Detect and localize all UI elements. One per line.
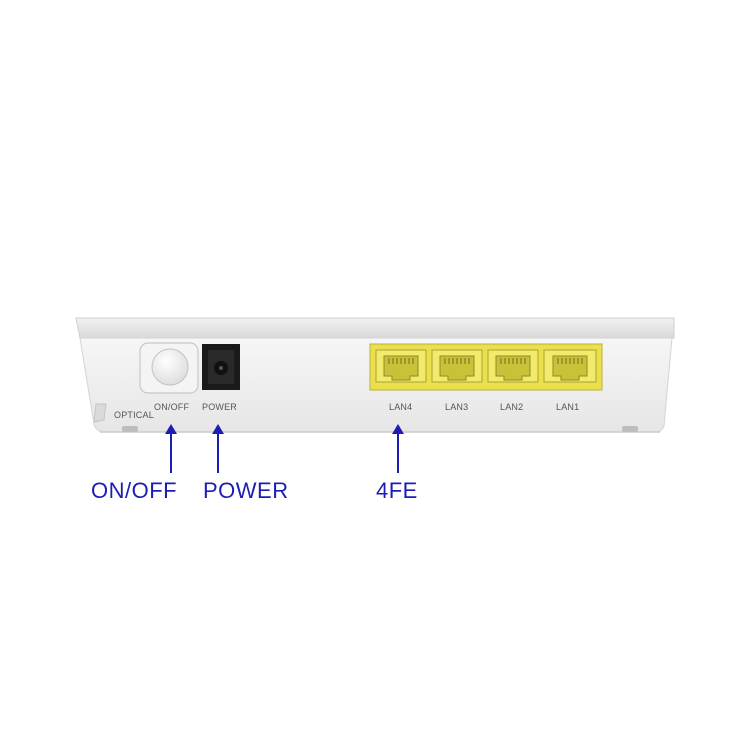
router-top-edge bbox=[75, 317, 675, 339]
power-button bbox=[151, 348, 189, 386]
on-off-callout: ON/OFF bbox=[91, 478, 178, 503]
lan-port-2 bbox=[487, 349, 539, 383]
on-off-arrow bbox=[165, 424, 177, 473]
lan-callout: 4FE bbox=[376, 478, 418, 503]
router-foot-left bbox=[122, 426, 138, 432]
lan-arrow bbox=[392, 424, 404, 473]
router-foot-right bbox=[622, 426, 638, 432]
power-callout: POWER bbox=[203, 478, 289, 503]
power-arrow bbox=[212, 424, 224, 473]
power-label: POWER bbox=[202, 402, 238, 412]
lan4-label: LAN4 bbox=[389, 402, 413, 412]
lan-port-1 bbox=[543, 349, 597, 383]
lan-port-4 bbox=[375, 349, 427, 383]
on-off-label: ON/OFF bbox=[154, 402, 190, 412]
lan3-label: LAN3 bbox=[445, 402, 469, 412]
lan2-label: LAN2 bbox=[500, 402, 524, 412]
optical-label: OPTICAL bbox=[114, 410, 154, 420]
lan-port-3 bbox=[431, 349, 483, 383]
lan1-label: LAN1 bbox=[556, 402, 580, 412]
optical-clip bbox=[93, 403, 107, 423]
